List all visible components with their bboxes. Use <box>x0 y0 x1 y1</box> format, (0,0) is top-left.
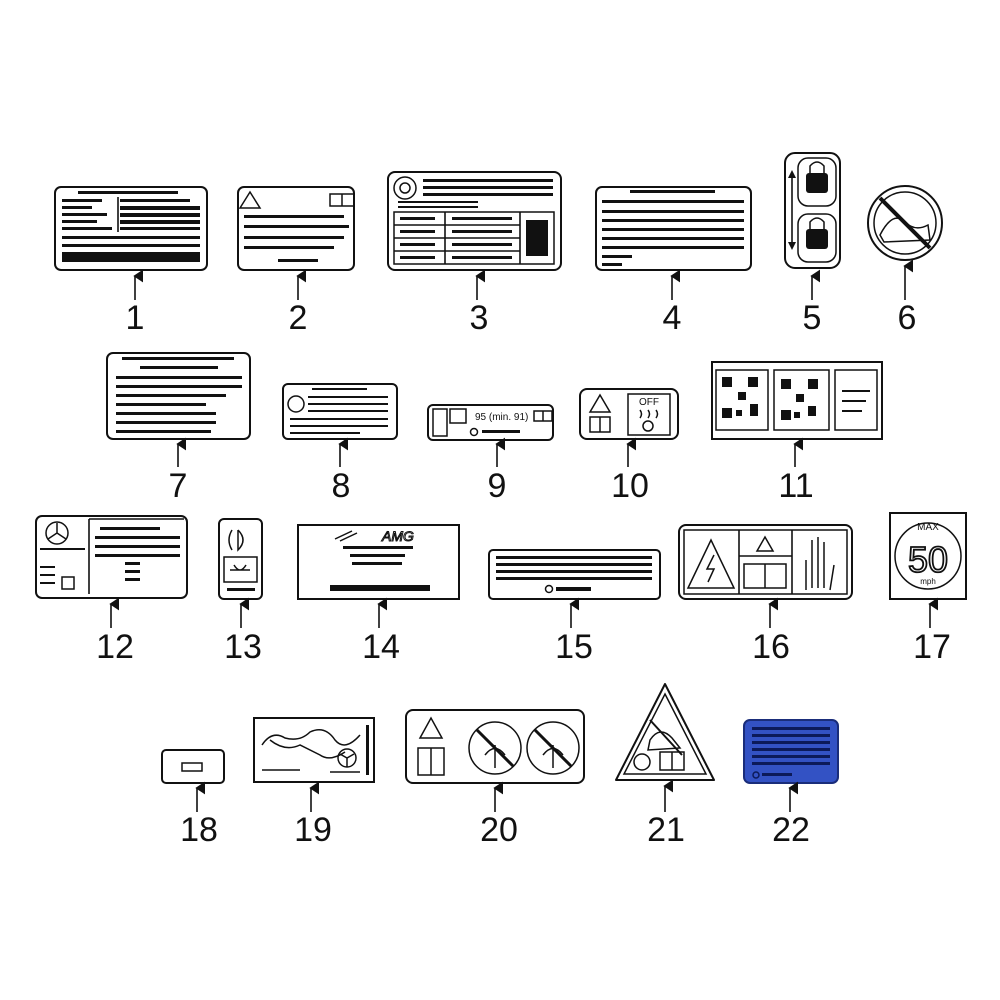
callout-number-1: 1 <box>126 299 145 337</box>
callout-number-3: 3 <box>470 299 489 337</box>
callouts-row-2 <box>176 437 803 467</box>
callout-number-10: 10 <box>611 467 649 505</box>
label-16 <box>678 524 853 600</box>
label-8 <box>282 383 398 440</box>
callout-number-13: 13 <box>224 628 262 666</box>
label-22 <box>743 719 839 784</box>
label-3 <box>387 171 562 271</box>
callouts-row-1 <box>133 259 913 300</box>
amg-logo-text: AMG <box>381 528 414 544</box>
label-17: MAX 50 mph <box>889 512 967 600</box>
callout-number-15: 15 <box>555 628 593 666</box>
label-20 <box>405 709 585 784</box>
label-4 <box>595 186 752 271</box>
speed-limit-text: 50 <box>908 539 948 580</box>
label-19 <box>253 717 375 783</box>
callout-number-19: 19 <box>294 811 332 849</box>
label-15 <box>488 549 661 600</box>
off-text: OFF <box>639 397 659 408</box>
label-14: AMG <box>297 524 460 600</box>
label-6 <box>867 185 943 261</box>
callout-number-7: 7 <box>169 467 188 505</box>
callouts-row-3 <box>109 597 938 628</box>
callout-number-12: 12 <box>96 628 134 666</box>
label-2 <box>237 186 355 271</box>
callout-number-9: 9 <box>488 467 507 505</box>
speed-unit-text: mph <box>920 577 936 586</box>
callout-number-17: 17 <box>913 628 951 666</box>
label-18 <box>161 749 225 784</box>
label-5 <box>784 152 841 269</box>
callout-number-2: 2 <box>289 299 308 337</box>
callout-number-18: 18 <box>180 811 218 849</box>
label-9: 95 (min. 91) <box>427 404 554 441</box>
callout-number-11: 11 <box>778 467 813 505</box>
label-7 <box>106 352 251 440</box>
callout-number-8: 8 <box>332 467 351 505</box>
label-1 <box>54 186 208 271</box>
callout-numbers: 1 2 3 4 5 6 7 8 9 10 11 12 13 14 15 16 1… <box>96 299 951 849</box>
callout-number-5: 5 <box>803 299 822 337</box>
fuel-octane-text: 95 (min. 91) <box>475 412 528 423</box>
max-text: MAX <box>917 522 939 533</box>
label-12 <box>35 515 188 599</box>
callout-number-22: 22 <box>772 811 810 849</box>
label-21 <box>615 683 715 781</box>
callout-number-4: 4 <box>663 299 682 337</box>
callouts-row-4 <box>195 779 798 812</box>
callout-number-6: 6 <box>898 299 917 337</box>
callout-number-20: 20 <box>480 811 518 849</box>
label-13 <box>218 518 263 600</box>
callout-number-14: 14 <box>362 628 400 666</box>
label-11 <box>711 361 883 440</box>
label-10: OFF <box>579 388 679 440</box>
callout-number-21: 21 <box>647 811 685 849</box>
callout-number-16: 16 <box>752 628 790 666</box>
